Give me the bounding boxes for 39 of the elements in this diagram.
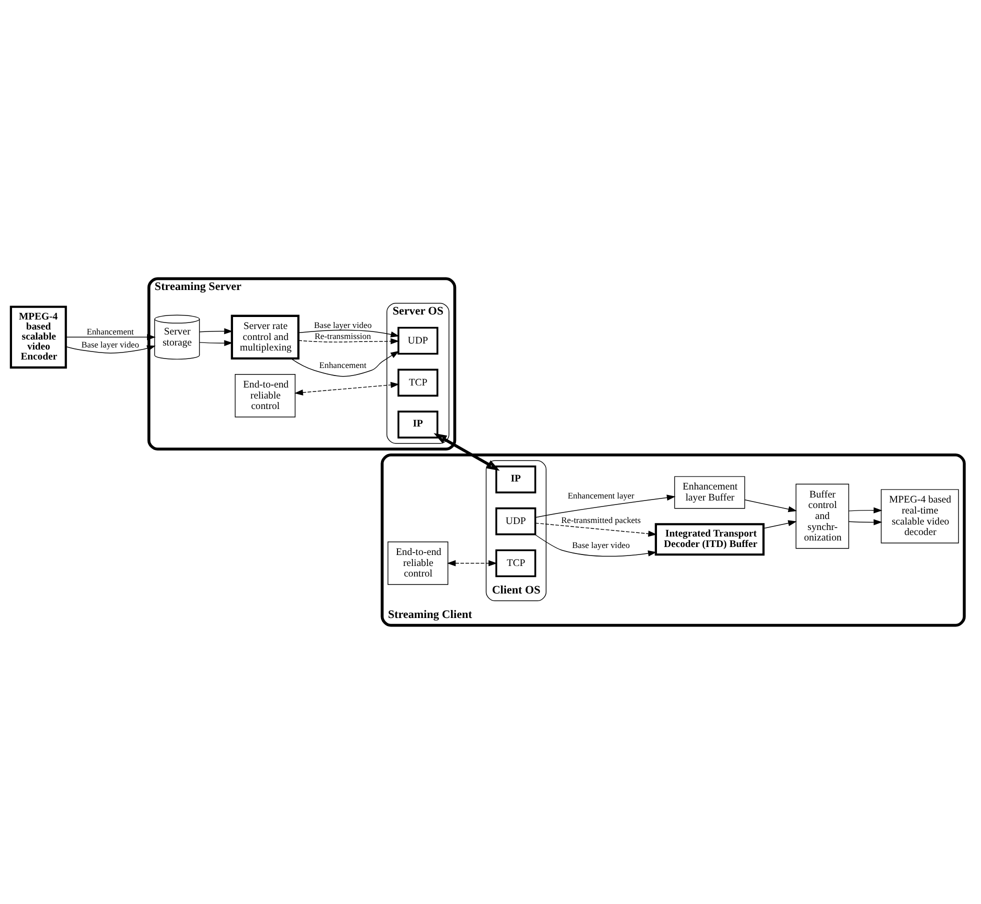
arrow (294, 382, 400, 396)
arrow (298, 338, 400, 344)
arrow (534, 534, 657, 557)
edge-label: Re-transmitted packets (561, 515, 641, 526)
node-box: End-to-end reliable control (234, 374, 296, 418)
node-box: Server rate control and multiplexing (230, 314, 300, 360)
node-box: MPEG-4 based real-time scalable video decoder (880, 489, 959, 544)
arrow (66, 334, 156, 340)
arrow (744, 500, 797, 512)
node-box: TCP (495, 549, 536, 578)
arrow (290, 350, 400, 377)
edge-label: Base layer video (81, 340, 140, 350)
arrow (763, 520, 797, 529)
edge-label: Enhancement layer (568, 490, 634, 501)
node-box: IP (495, 466, 536, 494)
node-box: UDP (495, 507, 536, 536)
node-box: End-to-end reliable control (388, 542, 448, 585)
arrow (534, 522, 657, 537)
node-box: IP (398, 410, 438, 438)
arrow (534, 494, 676, 518)
node-box: Integrated Transport Decoder (ITD) Buffer (654, 523, 765, 556)
node-box: TCP (398, 368, 438, 397)
edge-label: Base layer video (572, 540, 630, 550)
arrow (199, 328, 233, 334)
edge-label: Re-transmission (314, 331, 371, 342)
node-box: Enhancement layer Buffer (674, 476, 746, 509)
arrow (66, 345, 156, 354)
node-box: UDP (398, 326, 438, 355)
arrow (434, 433, 500, 471)
edge-label: Enhancement (86, 326, 134, 337)
arrow (447, 560, 498, 566)
node-box: MPEG-4 based scalable video Encoder (10, 306, 67, 369)
node-box: Buffer control and synchr- onization (796, 484, 850, 549)
edge-label: Base layer video (314, 320, 372, 330)
arrow (199, 340, 233, 346)
arrow (298, 330, 400, 338)
arrow (848, 507, 882, 514)
edge-label: Enhancement (319, 360, 366, 370)
arrow (848, 519, 882, 526)
